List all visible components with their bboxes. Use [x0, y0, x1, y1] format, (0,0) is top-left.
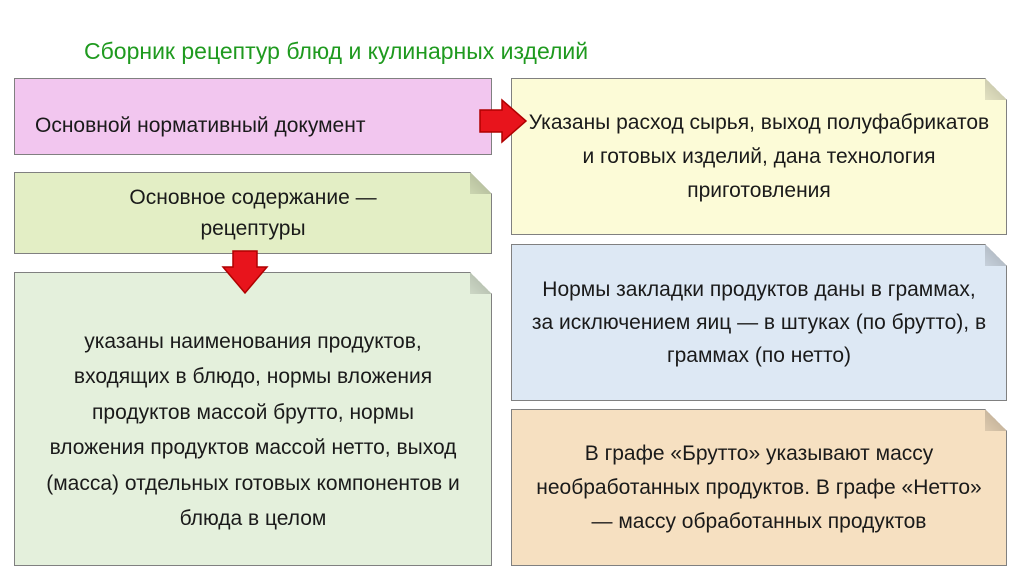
main-content-text: Основное содержание — рецептуры	[129, 186, 377, 240]
recipe-details-text: указаны наименования продуктов, входящих…	[46, 329, 460, 531]
brutto-netto-box: В графе «Брутто» указывают массу необраб…	[511, 409, 1007, 566]
main-document-text: Основной нормативный документ	[35, 114, 366, 137]
yield-text: Указаны расход сырья, выход полуфабрикат…	[528, 110, 990, 202]
norms-text: Нормы закладки продуктов даны в граммах,…	[531, 278, 987, 367]
arrow-down-icon	[221, 250, 269, 295]
main-document-box: Основной нормативный документ	[14, 78, 492, 155]
brutto-netto-text: В графе «Брутто» указывают массу необраб…	[536, 441, 982, 533]
norms-box: Нормы закладки продуктов даны в граммах,…	[511, 244, 1007, 401]
yield-box: Указаны расход сырья, выход полуфабрикат…	[511, 78, 1007, 235]
page-title: Сборник рецептур блюд и кулинарных издел…	[84, 38, 589, 64]
recipe-details-box: указаны наименования продуктов, входящих…	[14, 272, 492, 566]
main-content-box: Основное содержание — рецептуры	[14, 172, 492, 254]
arrow-right-icon	[479, 98, 528, 144]
